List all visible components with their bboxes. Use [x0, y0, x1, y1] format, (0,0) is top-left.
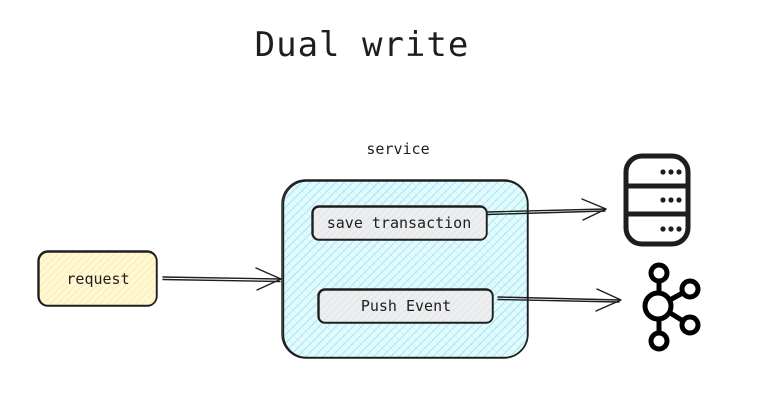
request-to-service-arrow — [162, 267, 282, 291]
push-to-kafka-arrow — [497, 288, 622, 312]
push-event-label: Push Event — [361, 297, 451, 315]
kafka-icon — [642, 262, 701, 352]
diagram-title: Dual write — [255, 25, 470, 65]
save-transaction-label: save transaction — [327, 214, 472, 232]
request-label: request — [66, 270, 129, 288]
request-box: request — [37, 250, 158, 307]
save-to-database-arrow — [486, 198, 607, 221]
service-label: service — [366, 140, 429, 158]
save-transaction-box: save transaction — [311, 205, 488, 241]
database-icon — [623, 153, 691, 247]
push-event-box: Push Event — [317, 288, 494, 324]
